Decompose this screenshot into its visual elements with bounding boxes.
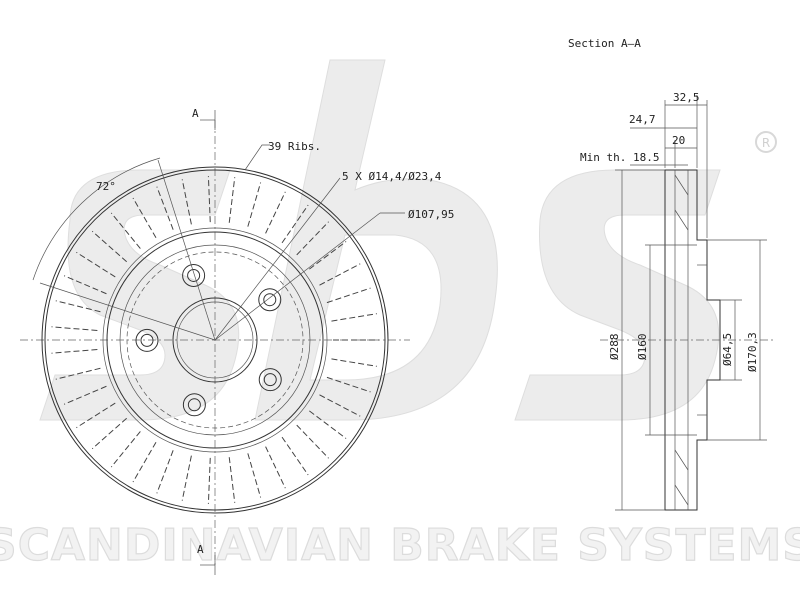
- bolt-hole: [135, 328, 159, 352]
- cooling-rib: [265, 191, 286, 234]
- registered-mark: R: [755, 131, 777, 153]
- dia-inner-label: Ø160: [636, 334, 649, 361]
- cooling-rib: [326, 287, 371, 304]
- dia-hat-label: Ø170,3: [746, 332, 759, 372]
- cooling-rib: [63, 275, 107, 295]
- cooling-rib: [309, 241, 347, 270]
- section-marker-top: A: [192, 107, 199, 120]
- cooling-rib: [51, 326, 98, 332]
- cooling-rib: [76, 251, 116, 278]
- min-thickness-label: Min th. 18.5: [580, 151, 659, 164]
- cooling-rib: [181, 179, 192, 225]
- cooling-rib: [132, 441, 157, 483]
- cooling-rib: [326, 376, 371, 393]
- bolt-hole: [182, 263, 206, 287]
- dia-outer-label: Ø288: [608, 334, 621, 361]
- cooling-rib: [331, 313, 377, 322]
- cooling-rib: [296, 221, 329, 256]
- cooling-rib: [110, 431, 141, 468]
- section-marker-bottom: A: [197, 543, 204, 556]
- section-view: Section A–A 32,5 24,7 20 Min th. 18.5 Ø2…: [568, 37, 775, 511]
- bolt-holes: [135, 263, 282, 417]
- cooling-rib: [247, 453, 262, 498]
- cooling-rib: [296, 424, 329, 459]
- sbs-logo-watermark: [39, 59, 721, 421]
- cooling-rib: [91, 230, 128, 263]
- svg-text:R: R: [762, 136, 770, 150]
- cooling-rib: [207, 457, 211, 504]
- ribs-label: 39 Ribs.: [268, 140, 321, 153]
- cooling-rib: [110, 212, 141, 249]
- width-total-label: 32,5: [673, 91, 700, 104]
- bolt-hole: [258, 288, 282, 312]
- cooling-rib: [181, 455, 192, 501]
- cooling-rib: [51, 348, 98, 354]
- dia-center-label: Ø64,5: [721, 333, 734, 366]
- cooling-rib: [281, 436, 309, 476]
- cooling-rib: [319, 394, 361, 417]
- bolt-holes-label: 5 X Ø14,4/Ø23,4: [342, 170, 442, 183]
- cooling-rib: [207, 176, 211, 223]
- cooling-rib: [76, 402, 116, 429]
- cooling-rib: [63, 385, 107, 405]
- bolt-hole: [182, 393, 206, 417]
- width-hat-label: 24,7: [629, 113, 656, 126]
- cooling-rib: [55, 300, 101, 313]
- cooling-rib: [91, 417, 128, 450]
- disc-front-view: A A 39 Ribs. 5 X Ø14,4/Ø23,4 Ø107,95 72°: [20, 107, 454, 575]
- cooling-rib: [228, 177, 236, 223]
- section-title: Section A–A: [568, 37, 641, 50]
- bolt-hole: [258, 368, 282, 392]
- cooling-rib: [228, 457, 236, 503]
- angle-label: 72°: [96, 180, 116, 193]
- cooling-ribs: [51, 176, 379, 504]
- cooling-rib: [132, 197, 157, 239]
- company-name-watermark: SCANDINAVIAN BRAKE SYSTEMS: [0, 520, 800, 571]
- cooling-rib: [156, 450, 174, 494]
- cooling-rib: [265, 446, 286, 489]
- cooling-rib: [331, 358, 377, 367]
- cooling-rib: [156, 186, 174, 230]
- cooling-rib: [309, 410, 347, 439]
- cooling-rib: [319, 263, 361, 286]
- cooling-rib: [281, 204, 309, 244]
- cooling-rib: [247, 182, 262, 227]
- pcd-label: Ø107,95: [408, 208, 454, 221]
- cooling-rib: [55, 367, 101, 380]
- width-disc-label: 20: [672, 134, 685, 147]
